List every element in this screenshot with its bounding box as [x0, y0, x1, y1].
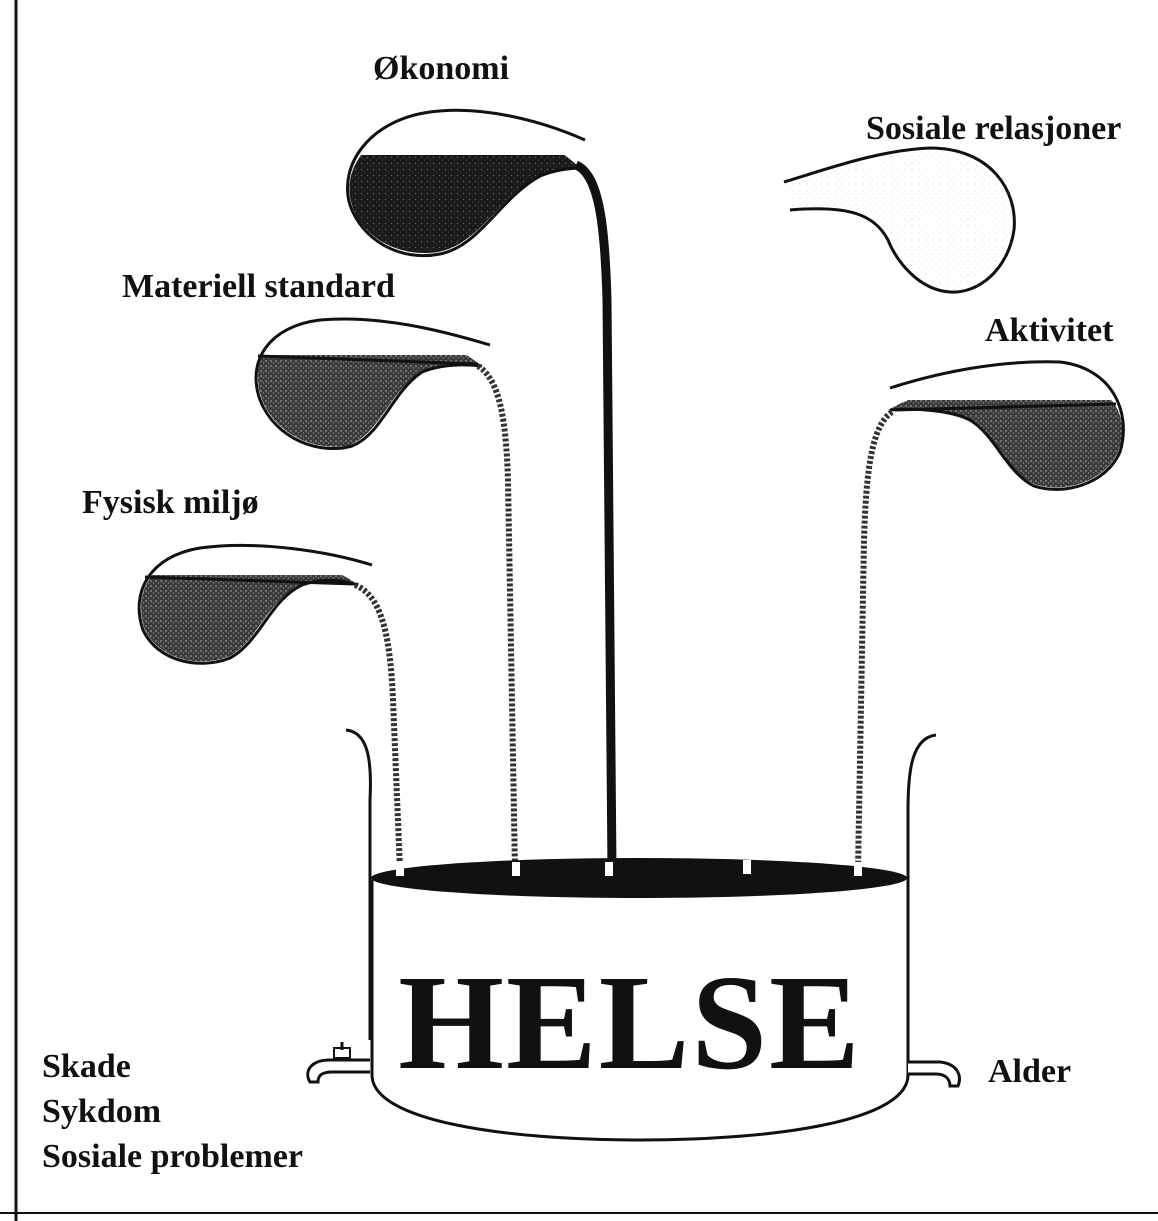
label-aktivitet: Aktivitet [985, 314, 1113, 348]
flask-aktivitet [858, 362, 1130, 870]
flask-okonomi [330, 110, 612, 870]
label-fysisk-miljo: Fysisk miljø [82, 486, 259, 520]
drain-label-sykdom: Sykdom [42, 1095, 161, 1129]
flask-fysisk-miljo [139, 545, 400, 870]
drain-label-skade: Skade [42, 1050, 131, 1084]
helse-title: HELSE [380, 955, 880, 1091]
drain-label-alder: Alder [988, 1055, 1071, 1089]
label-materiell-standard: Materiell standard [122, 270, 395, 304]
drain-label-sosiale-problemer: Sosiale problemer [42, 1140, 303, 1174]
label-okonomi: Økonomi [373, 52, 509, 86]
label-sosiale-relasjoner: Sosiale relasjoner [866, 112, 1121, 146]
flask-sosiale-relasjoner [784, 148, 1014, 292]
